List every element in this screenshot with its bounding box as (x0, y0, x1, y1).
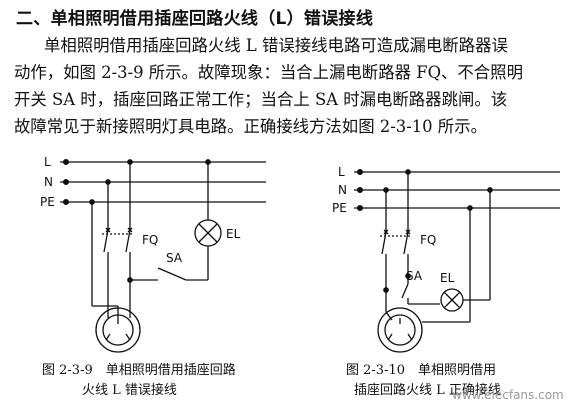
label-el: EL (226, 227, 241, 241)
breaker-x (127, 227, 133, 233)
node-dot (356, 168, 364, 176)
label-l: L (338, 165, 345, 179)
lamp-cross (198, 223, 218, 243)
figure-caption-left: 图 2-3-9 单相照明借用插座回路 (42, 363, 236, 378)
paragraph-line: 单相照明借用插座回路火线 L 错误接线电路可造成漏电断路器误 (44, 36, 508, 55)
breaker-blade (103, 229, 109, 253)
label-pe: PE (40, 195, 55, 209)
node-dot (487, 187, 493, 193)
breaker-x (383, 229, 389, 235)
node-dot (356, 204, 364, 212)
socket-pin (125, 333, 131, 341)
label-sa: SA (406, 269, 423, 283)
breaker-blade (125, 229, 131, 253)
label-n: N (338, 183, 347, 197)
label-l: L (44, 155, 51, 169)
socket-pin (407, 333, 413, 341)
figure-caption-left-line2: 火线 L 错误接线 (82, 383, 177, 398)
label-fq: FQ (142, 233, 158, 247)
figure-2-3-10: L N PE FQ SA EL (332, 165, 560, 353)
label-sa: SA (166, 251, 183, 265)
breaker-blade (403, 231, 409, 255)
node-dot (356, 186, 364, 194)
figure-2-3-9: L N PE FQ EL SA (40, 155, 266, 353)
switch-blade (157, 267, 187, 281)
breaker-blade (381, 231, 387, 255)
switch-blade (401, 283, 409, 299)
section-heading: 二、单相照明借用插座回路火线（L）错误接线 (16, 9, 374, 29)
paragraph-line: 故障常见于新接照明灯具电路。正确接线方法如图 2-3-10 所示。 (14, 117, 487, 136)
socket-inner (384, 314, 416, 346)
label-fq: FQ (420, 233, 436, 247)
label-pe: PE (332, 201, 347, 215)
label-el: EL (440, 271, 455, 285)
breaker-x (405, 229, 411, 235)
socket-pin (387, 333, 393, 341)
node-dot (127, 277, 133, 283)
socket-outer (377, 307, 423, 353)
node-dot (62, 178, 70, 186)
socket-pin (105, 333, 111, 341)
node-dot (383, 287, 389, 293)
lamp-cross (443, 291, 461, 309)
node-dot (62, 158, 70, 166)
breaker-x (105, 227, 111, 233)
figure-caption-right-line2: 插座回路火线 L 正确接线 (354, 383, 501, 398)
watermark: www.elecfans.com (452, 388, 564, 402)
paragraph-line: 动作，如图 2-3-9 所示。故障现象：当合上漏电断路器 FQ、不合照明 (14, 63, 523, 82)
label-n: N (44, 175, 53, 189)
figure-caption-right: 图 2-3-10 单相照明借用 (346, 363, 497, 378)
body-paragraph: 单相照明借用插座回路火线 L 错误接线电路可造成漏电断路器误 动作，如图 2-3… (14, 32, 574, 140)
node-dot (62, 198, 70, 206)
paragraph-line: 开关 SA 时，插座回路正常工作；当合上 SA 时漏电断路器跳闸。该 (14, 90, 508, 109)
wire (385, 311, 393, 321)
